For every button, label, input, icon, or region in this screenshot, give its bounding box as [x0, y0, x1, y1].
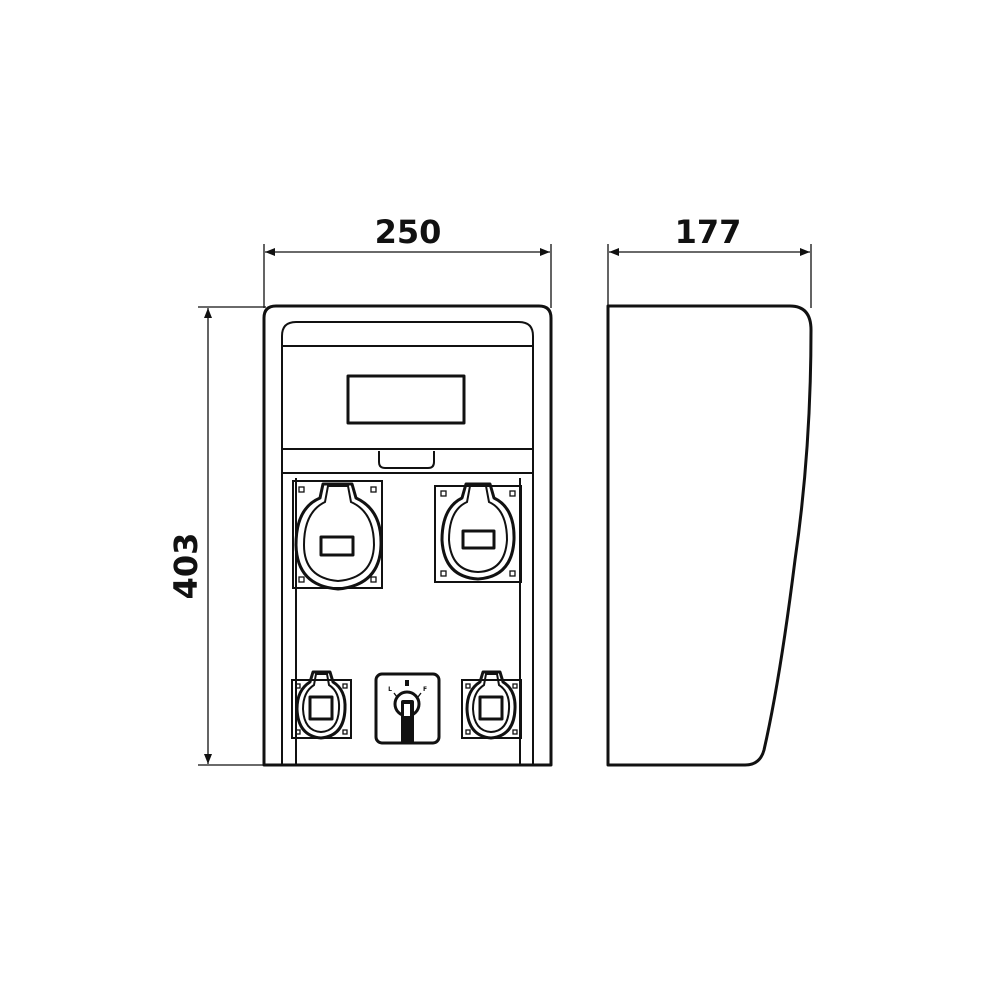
housing-inner-frame — [281, 321, 534, 765]
screw-icon — [509, 570, 516, 577]
side-housing-outline — [606, 304, 813, 767]
socket-mounting-plate — [434, 485, 522, 583]
socket-cover-outline — [295, 670, 347, 740]
socket-cover-inner — [471, 673, 511, 734]
depth-dimension-value: 177 — [675, 213, 742, 251]
small-socket-left — [291, 670, 352, 740]
screw-icon — [512, 683, 518, 689]
screw-icon — [465, 729, 471, 735]
width-dimension: 250 — [263, 213, 552, 308]
large-socket-right — [434, 482, 522, 583]
screw-icon — [342, 683, 348, 689]
inspection-window — [346, 374, 466, 425]
screw-icon — [295, 729, 301, 735]
socket-cover-inner — [302, 485, 376, 583]
socket-label-slot — [319, 535, 355, 557]
screw-icon — [342, 729, 348, 735]
socket-cover-inner — [301, 673, 341, 734]
socket-label-slot — [478, 695, 504, 721]
screw-icon — [465, 683, 471, 689]
socket-label-slot — [308, 695, 334, 721]
screw-icon — [440, 490, 447, 497]
socket-cover-inner — [447, 485, 509, 574]
front-view: L F — [262, 304, 553, 767]
socket-mounting-plate — [292, 480, 383, 589]
depth-dimension: 177 — [607, 213, 812, 308]
housing-outline — [262, 304, 553, 767]
large-socket-left — [292, 480, 383, 591]
socket-cover-outline — [294, 482, 383, 591]
width-dimension-value: 250 — [375, 213, 442, 251]
screw-icon — [298, 486, 305, 493]
screw-icon — [509, 490, 516, 497]
socket-cover-outline — [465, 670, 517, 740]
screw-icon — [295, 683, 301, 689]
height-dimension-value: 403 — [167, 533, 205, 600]
socket-cover-outline — [440, 482, 516, 581]
height-dimension: 403 — [167, 306, 266, 766]
small-socket-right — [461, 670, 522, 740]
rotary-switch: L F — [374, 672, 441, 745]
switch-position-right: F — [423, 686, 427, 693]
screw-icon — [512, 729, 518, 735]
screw-icon — [440, 570, 447, 577]
switch-handle-window — [404, 704, 410, 716]
screw-icon — [370, 576, 377, 583]
switch-position-left: L — [388, 686, 392, 693]
socket-label-slot — [461, 529, 496, 550]
switch-tick-center — [405, 680, 409, 686]
switch-tick-right — [417, 692, 422, 698]
lid-latch — [378, 451, 435, 469]
screw-icon — [370, 486, 377, 493]
side-view — [606, 304, 813, 767]
screw-icon — [298, 576, 305, 583]
